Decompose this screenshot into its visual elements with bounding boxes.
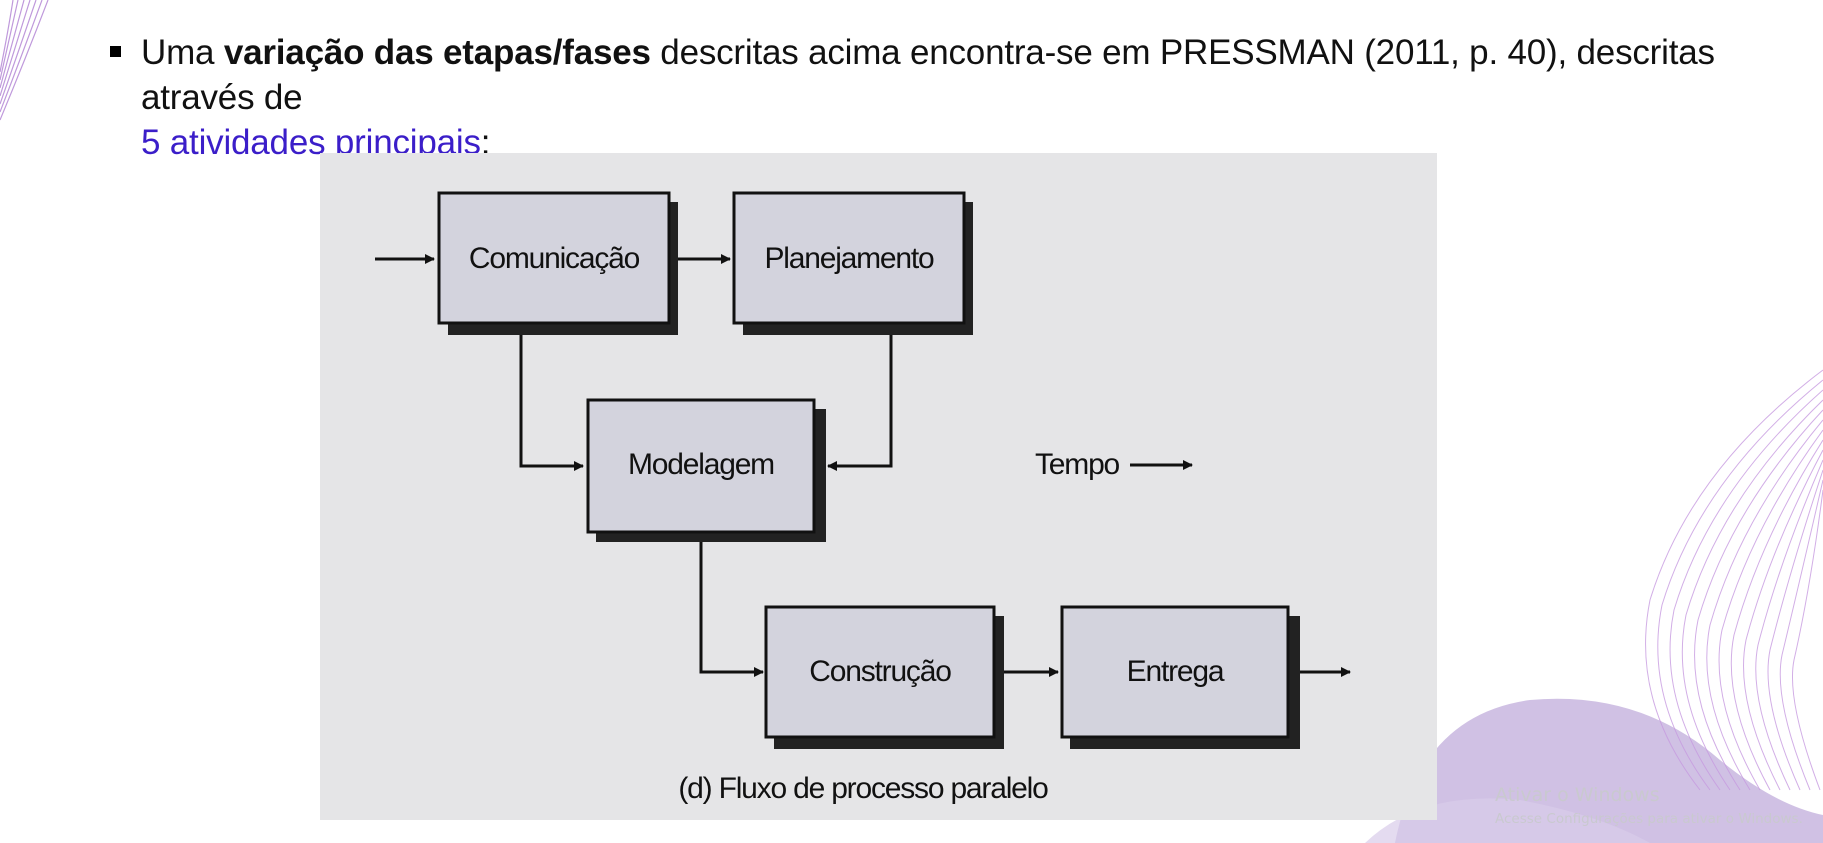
node-construcao: Construção	[764, 605, 1004, 749]
time-label: Tempo	[1035, 448, 1120, 481]
bullet-square-icon	[110, 46, 121, 57]
diagram-connectors	[375, 254, 1351, 677]
top-left-swirl	[0, 0, 49, 121]
node-modelagem-label: Modelagem	[628, 448, 774, 481]
node-comunicacao: Comunicação	[437, 191, 678, 335]
node-entrega-label: Entrega	[1127, 655, 1225, 688]
bullet-bold-phrase: variação das etapas/fases	[223, 33, 651, 72]
bullet-paragraph: Uma variação das etapas/fases descritas …	[110, 30, 1810, 165]
node-planejamento: Planejamento	[732, 191, 973, 335]
node-modelagem-box	[586, 398, 816, 534]
node-construcao-label: Construção	[809, 655, 951, 688]
arrow-planejamento-modelagem	[827, 323, 893, 471]
bullet-text: Uma variação das etapas/fases descritas …	[141, 30, 1810, 165]
right-wave-lines	[1645, 369, 1823, 791]
windows-activation-subtitle: Acesse Configurações para ativar o Windo…	[1495, 811, 1803, 827]
bullet-text-end: :	[480, 123, 491, 162]
bullet-text-start: Uma	[141, 33, 224, 72]
arrow-modelagem-construcao	[699, 533, 764, 677]
process-flow-diagram: Comunicação Planejamento Modelagem Const…	[320, 153, 1437, 820]
node-comunicacao-label: Comunicação	[469, 242, 640, 275]
node-construcao-box	[764, 605, 996, 739]
node-modelagem: Modelagem	[586, 398, 826, 542]
node-entrega-box	[1060, 605, 1290, 739]
node-comunicacao-box	[437, 191, 671, 325]
windows-activation-title: Ativar o Windows	[1495, 784, 1660, 806]
node-entrega: Entrega	[1060, 605, 1300, 749]
diagram-caption: (d) Fluxo de processo paralelo	[678, 772, 1048, 805]
arrow-comunicacao-modelagem	[519, 323, 584, 471]
bullet-text-middle: descritas acima encontra-se em PRESSMAN …	[141, 33, 1715, 117]
node-planejamento-label: Planejamento	[764, 242, 934, 275]
node-planejamento-box	[732, 191, 966, 325]
